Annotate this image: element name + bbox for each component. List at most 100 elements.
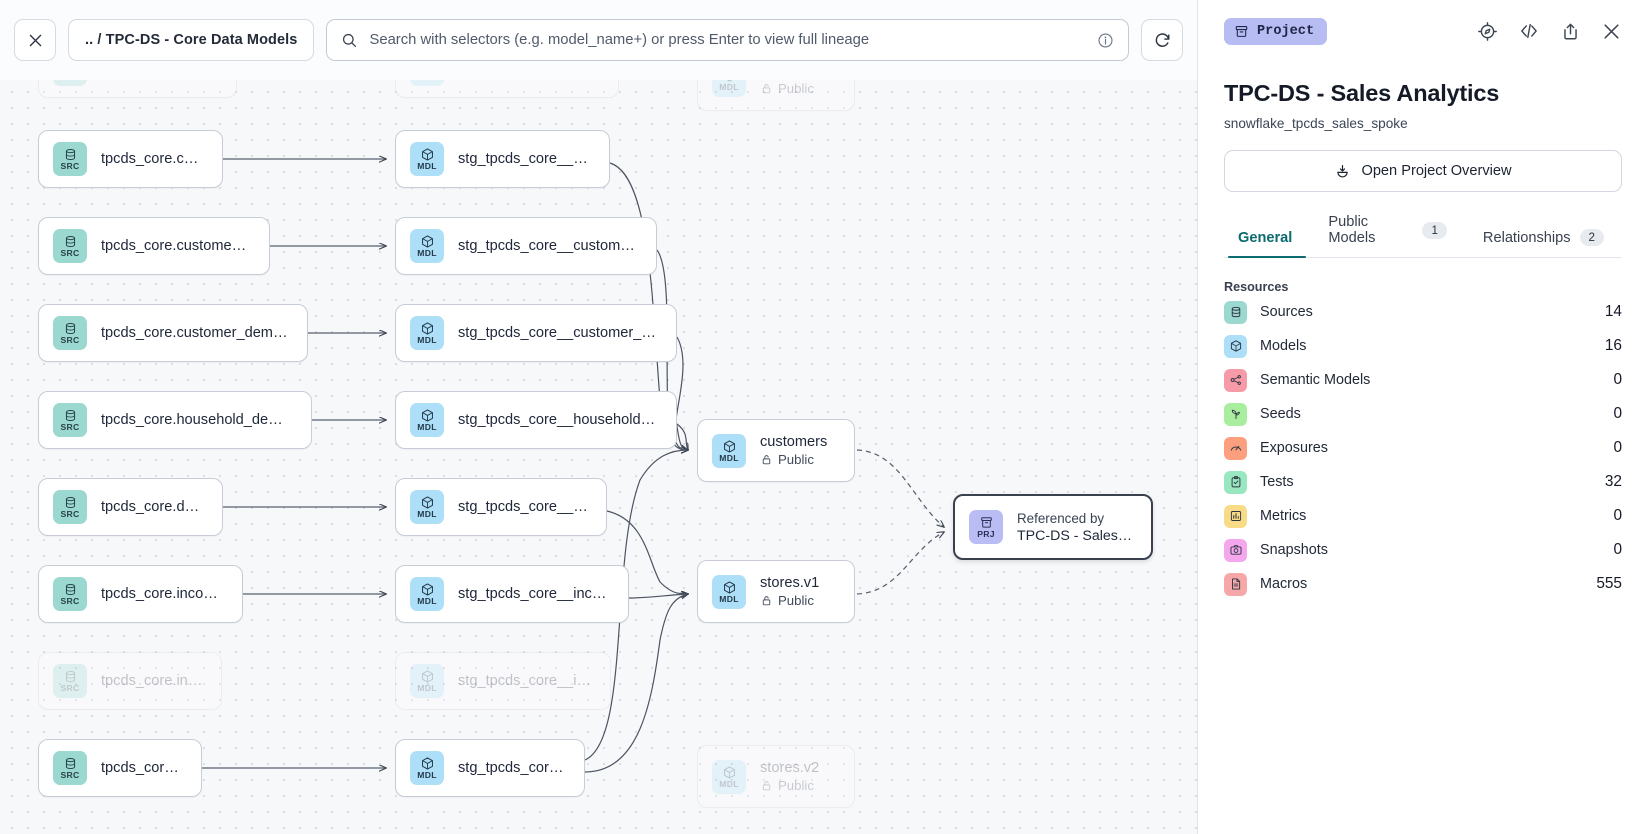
node-labels: tpcds_core.customer_address [101,238,251,254]
database-icon [65,148,75,161]
resource-count: 0 [1613,439,1622,456]
lineage-node[interactable]: SRC tpcds_core.customer_address [38,217,270,275]
node-type-label: MDL [719,81,739,92]
node-name: stg_tpcds_core__household_demogr… [458,412,658,428]
open-project-overview-button[interactable]: Open Project Overview [1224,150,1622,192]
node-access-badge: Public [760,452,827,467]
resource-label: Snapshots [1260,542,1329,558]
node-name: stg_tpcds_core__store [458,760,566,776]
breadcrumb[interactable]: .. / TPC-DS - Core Data Models [68,19,315,61]
node-labels: tpcds_core.inventory [101,673,203,689]
resource-row-metrics[interactable]: Metrics 0 [1224,500,1622,532]
search-input[interactable]: Search with selectors (e.g. model_name+)… [326,19,1129,61]
node-type-label: MDL [417,161,437,171]
lineage-node[interactable]: MDLstg_tpcds_core__household_demogr… [395,391,677,449]
project-overview-icon [1337,164,1349,177]
node-type-label: SRC [60,422,80,432]
node-type-badge-prj: PRJ [969,510,1003,544]
node-name: tpcds_core.customer_address [101,238,251,254]
lineage-node[interactable]: MDLstg_tpcds_core__customer_demogra… [395,304,677,362]
cube-icon [723,439,735,453]
database-icon [65,409,75,422]
refresh-button[interactable] [1141,19,1183,61]
resource-count: 555 [1596,575,1622,592]
archive-icon [1235,25,1248,37]
resource-count: 16 [1604,337,1622,354]
lock-icon [762,781,771,791]
node-name: stg_tpcds_core__income_band [458,586,610,602]
tab-label: Relationships [1482,229,1571,246]
node-name: tpcds_core.date_dim [101,499,204,515]
close-lineage-button[interactable] [14,19,56,61]
resource-label: Exposures [1260,440,1328,456]
lineage-node[interactable]: MDL stg_tpcds_core__store [395,739,585,797]
node-labels: stg_tpcds_core__store [458,760,566,776]
node-name: stores.v1 [760,575,820,591]
panel-header-actions [1477,20,1622,42]
project-subtitle: snowflake_tpcds_sales_spoke [1224,116,1408,131]
node-type-badge-mdl: MDL [410,751,444,785]
file-icon [1231,578,1240,590]
node-type-label: SRC [60,770,80,780]
node-type-badge-mdl: MDL [410,316,444,350]
tab-general[interactable]: General [1224,230,1310,258]
lineage-node[interactable]: MDL stg_tpcds_core__income_band [395,565,629,623]
page-title: TPC-DS - Sales Analytics [1224,80,1500,106]
resource-count: 0 [1613,405,1622,422]
project-type-chip[interactable]: Project [1224,17,1328,45]
node-type-badge-src: SRC [53,229,87,263]
resource-count: 0 [1613,507,1622,524]
node-name: stg_tpcds_core__customer_address [458,238,638,254]
resource-icon-wrapper [1224,572,1247,596]
node-labels: tpcds_core.household_demographics [101,412,293,428]
panel-header: Project [1224,0,1622,62]
node-type-label: MDL [417,596,437,606]
lineage-node[interactable]: SRC tpcds_core.household_demographics [38,391,312,449]
resource-label: Metrics [1260,508,1307,524]
lock-icon [762,84,771,94]
share-button[interactable] [1560,21,1581,42]
tab-label: Public Models [1328,214,1376,246]
node-labels: tpcds_core.date_dim [101,499,204,515]
lock-icon [762,596,771,606]
node-labels: stg_tpcds_core__inventory [458,673,592,689]
compass-button[interactable] [1477,21,1498,42]
clipboard-check-icon [1231,476,1240,488]
node-access-badge: Public [760,593,819,608]
node-name: TPC-DS - Sales Analytics [1017,527,1133,544]
search-placeholder-text: Search with selectors (e.g. model_name+)… [369,32,870,48]
resource-icon-wrapper [1224,436,1247,460]
view-code-button[interactable] [1518,20,1540,42]
resource-icon-wrapper [1224,402,1247,426]
resource-row-exposures[interactable]: Exposures 0 [1224,432,1622,464]
info-icon[interactable] [1097,32,1114,49]
lineage-canvas[interactable]: .. / TPC-DS - Core Data Models Search wi… [0,0,1197,834]
close-panel-button[interactable] [1601,21,1622,42]
close-icon [29,34,41,46]
cube-icon [1230,340,1241,352]
